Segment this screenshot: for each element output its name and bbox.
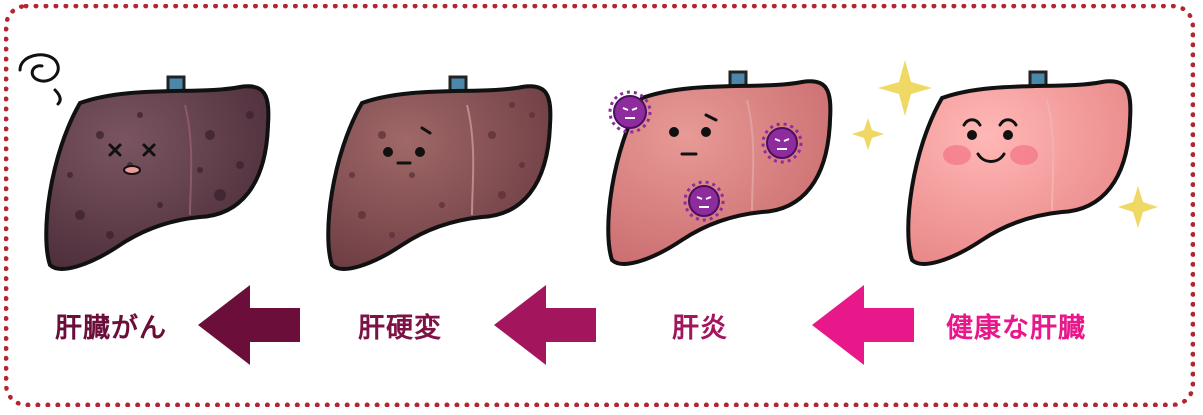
stage-label-cirrhosis: 肝硬変 [358,306,442,345]
sparkle-icon [878,60,932,116]
dizzy-swirl-icon [20,55,60,104]
sparkle-icon [852,118,884,150]
stage-label-healthy-liver: 健康な肝臓 [946,306,1086,345]
liver-healthy-icon [908,72,1130,264]
stage-label-liver-cancer: 肝臓がん [55,306,167,345]
sparkle-icon [1118,186,1158,228]
liver-cancer-icon [46,77,268,269]
liver-cirrhosis-icon [328,77,550,269]
arrow-left-icon [198,285,300,365]
stage-label-hepatitis: 肝炎 [672,306,728,345]
arrow-left-icon [812,285,914,365]
arrow-left-icon [494,285,596,365]
